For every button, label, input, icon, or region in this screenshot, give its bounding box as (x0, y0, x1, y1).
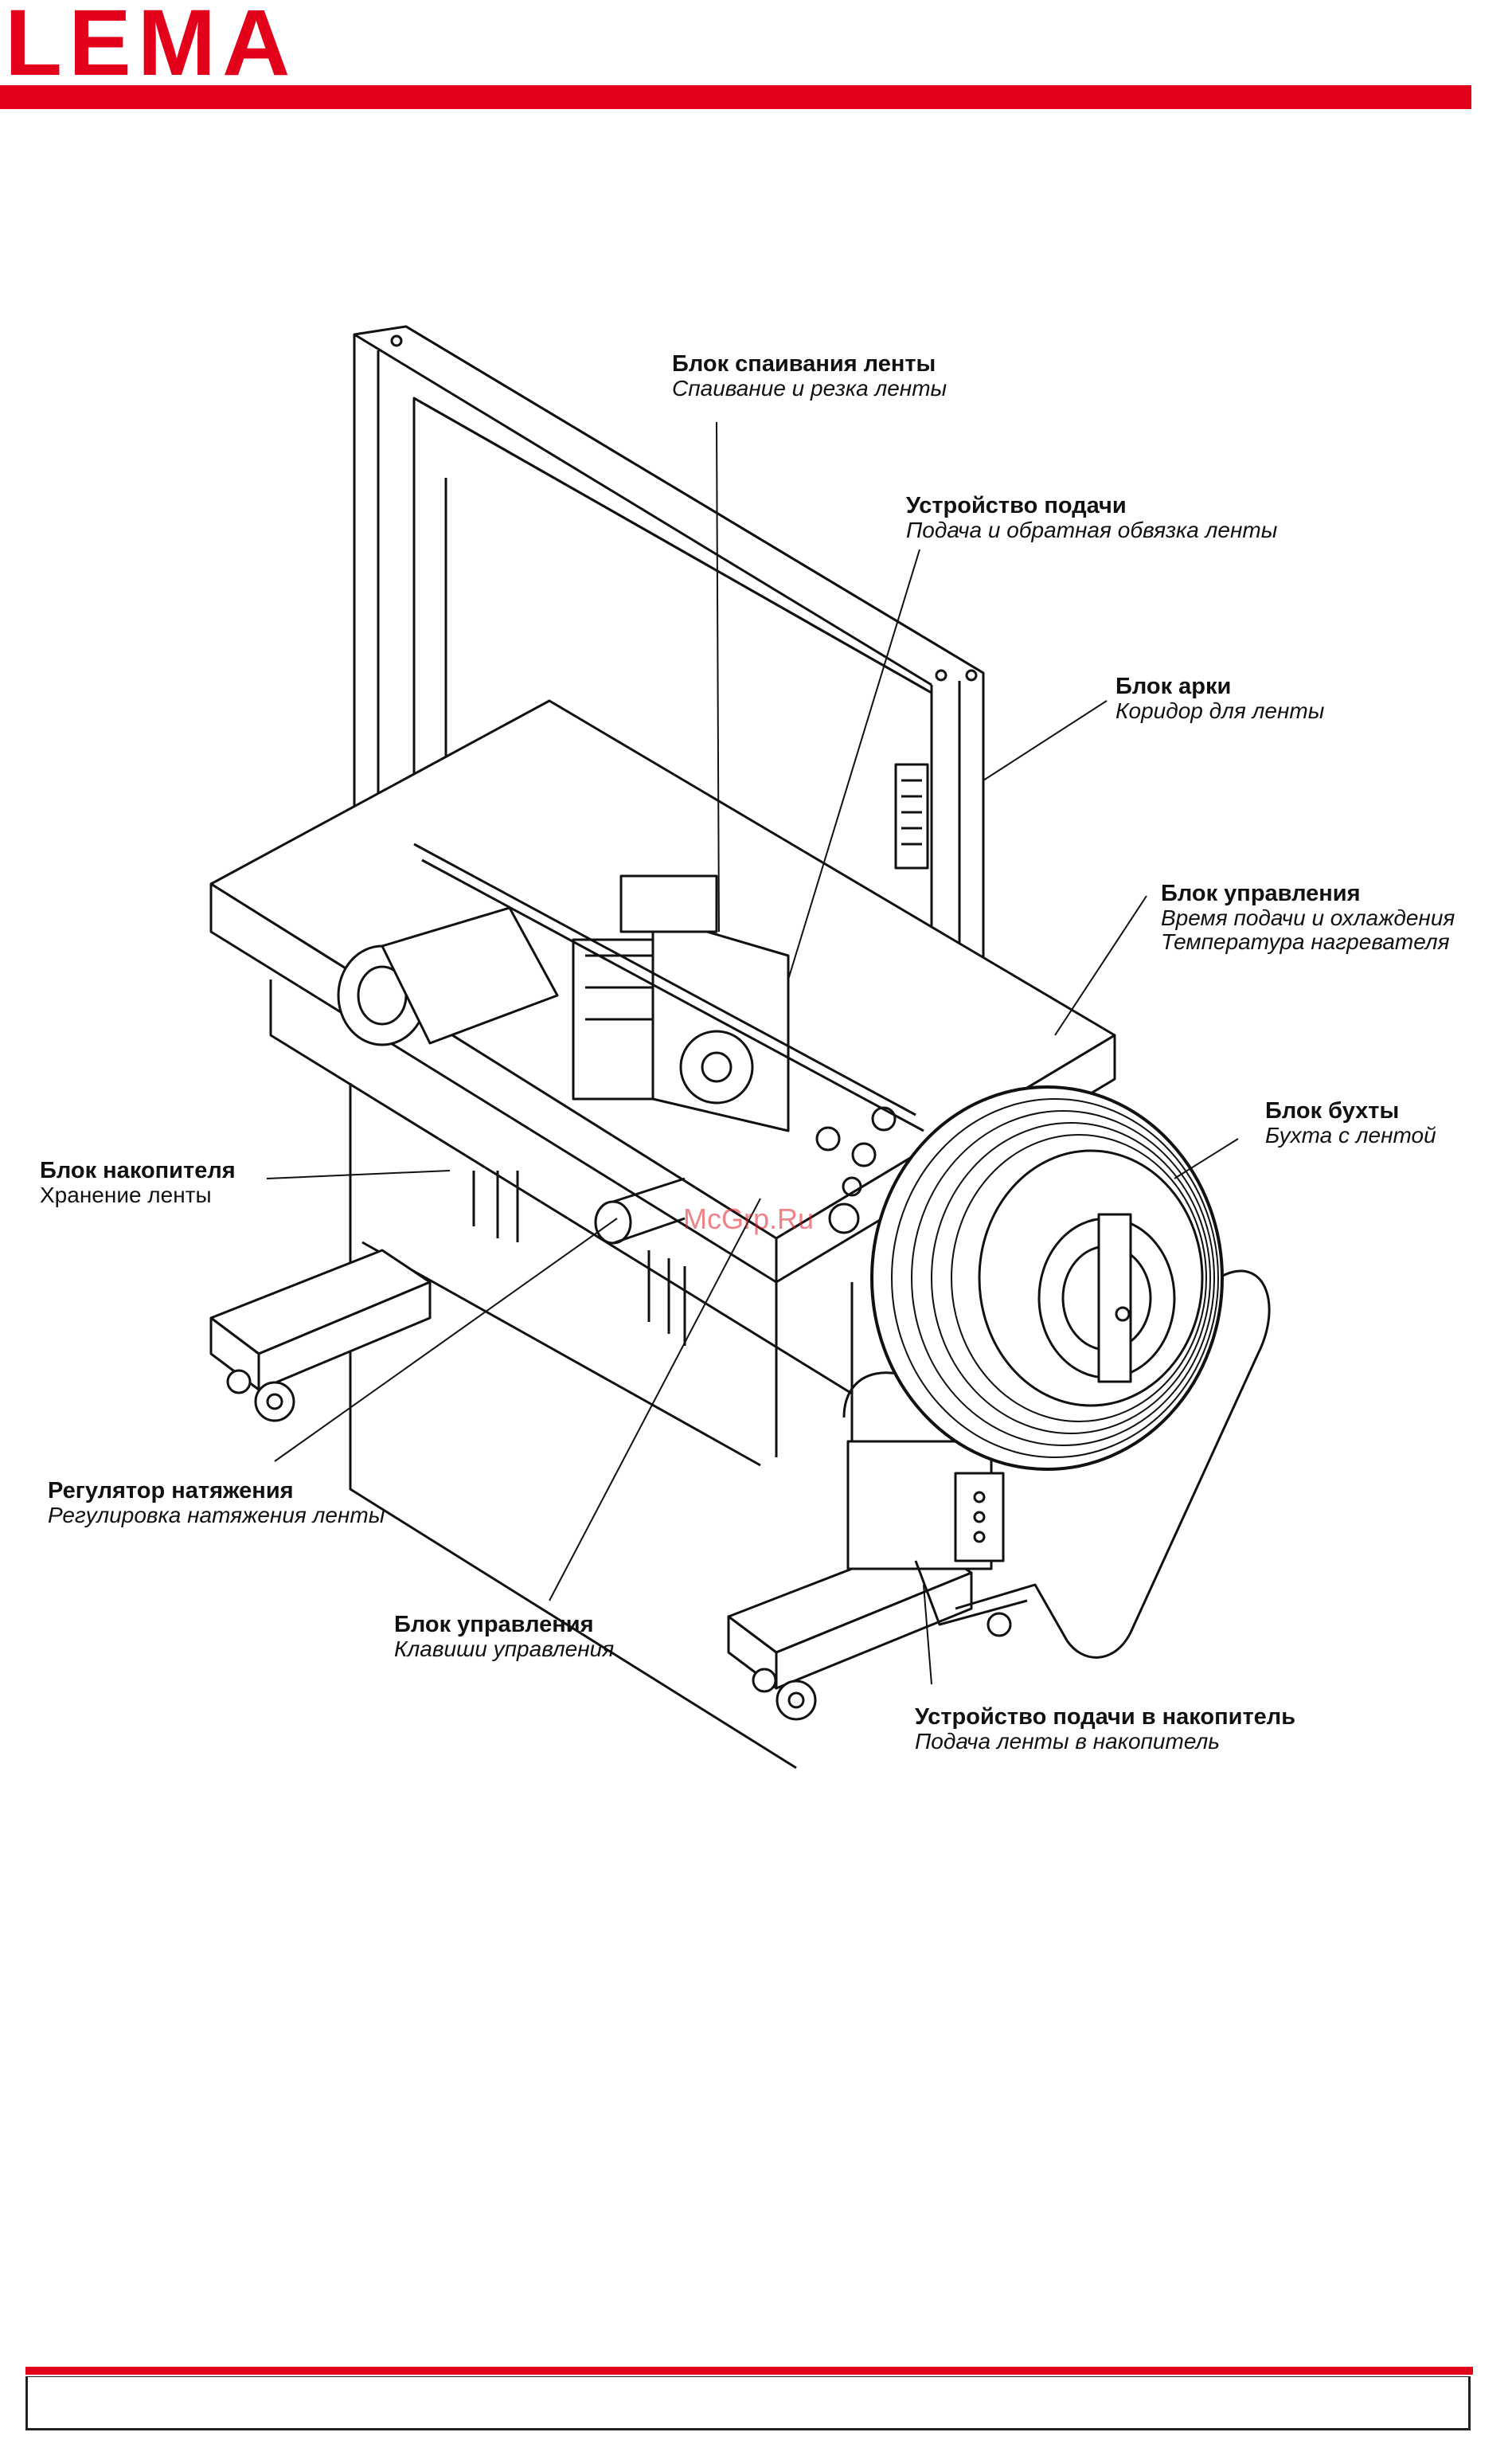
callout-title: Регулятор натяжения (48, 1478, 294, 1503)
callout-accumulator-feed: Устройство подачи в накопитель Подача ле… (915, 1704, 1296, 1754)
callout-feed-device: Устройство подачи Подача и обратная обвя… (906, 493, 1278, 543)
coil-stand (842, 1269, 1271, 1659)
callout-subtitle: Регулировка натяжения ленты (48, 1503, 385, 1528)
callout-line-2: Температура нагревателя (1161, 929, 1450, 954)
callout-title: Блок спаивания ленты (672, 351, 936, 377)
callout-title: Блок арки (1115, 674, 1232, 699)
callout-title: Устройство подачи (906, 493, 1127, 518)
callout-coil-unit: Блок бухты Бухта с лентой (1265, 1098, 1436, 1148)
left-base-foot (209, 1249, 432, 1422)
logo-text: LEMA (5, 2, 296, 78)
callout-title: Блок бухты (1265, 1098, 1400, 1124)
accumulator-rods (472, 1171, 686, 1346)
callout-subtitle: Подача и обратная обвязка ленты (906, 518, 1278, 543)
callout-line-1: Время подачи и охлаждения (1161, 905, 1455, 931)
callout-subtitle: Спаивание и резка ленты (672, 376, 947, 401)
leader-lines (266, 421, 1239, 1685)
callout-title: Блок управления (394, 1612, 594, 1637)
callout-arch-unit: Блок арки Коридор для ленты (1115, 674, 1325, 724)
callout-subtitle: Хранение ленты (40, 1183, 212, 1208)
header-red-bar (0, 85, 1471, 109)
callout-control-unit-bottom: Блок управления Клавиши управления (394, 1612, 615, 1662)
callout-subtitle: Клавиши управления (394, 1636, 615, 1662)
footer-red-bar (25, 2367, 1473, 2375)
watermark: McGrp.Ru (683, 1202, 815, 1235)
callout-title: Устройство подачи в накопитель (915, 1704, 1296, 1730)
tension-knob (594, 1177, 686, 1245)
callout-subtitle: Подача ленты в накопитель (915, 1729, 1220, 1754)
motor-sealing-head (337, 843, 924, 1234)
callout-title: Блок накопителя (40, 1158, 236, 1183)
callout-sealing-unit: Блок спаивания ленты Спаивание и резка л… (672, 351, 947, 401)
footer-box (25, 2376, 1471, 2430)
lema-logo: LEMA (5, 2, 296, 78)
callout-accumulator-unit: Блок накопителя Хранение ленты (40, 1158, 236, 1208)
callout-subtitle: Бухта с лентой (1265, 1123, 1436, 1148)
callout-title: Блок управления (1161, 881, 1361, 906)
arch-frame (353, 325, 985, 1116)
callout-tension-regulator: Регулятор натяжения Регулировка натяжени… (48, 1478, 385, 1528)
callout-subtitle: Коридор для ленты (1115, 698, 1325, 724)
strap-coil (870, 1085, 1224, 1471)
callout-control-unit-top: Блок управления Время подачи и охлаждени… (1161, 881, 1455, 954)
